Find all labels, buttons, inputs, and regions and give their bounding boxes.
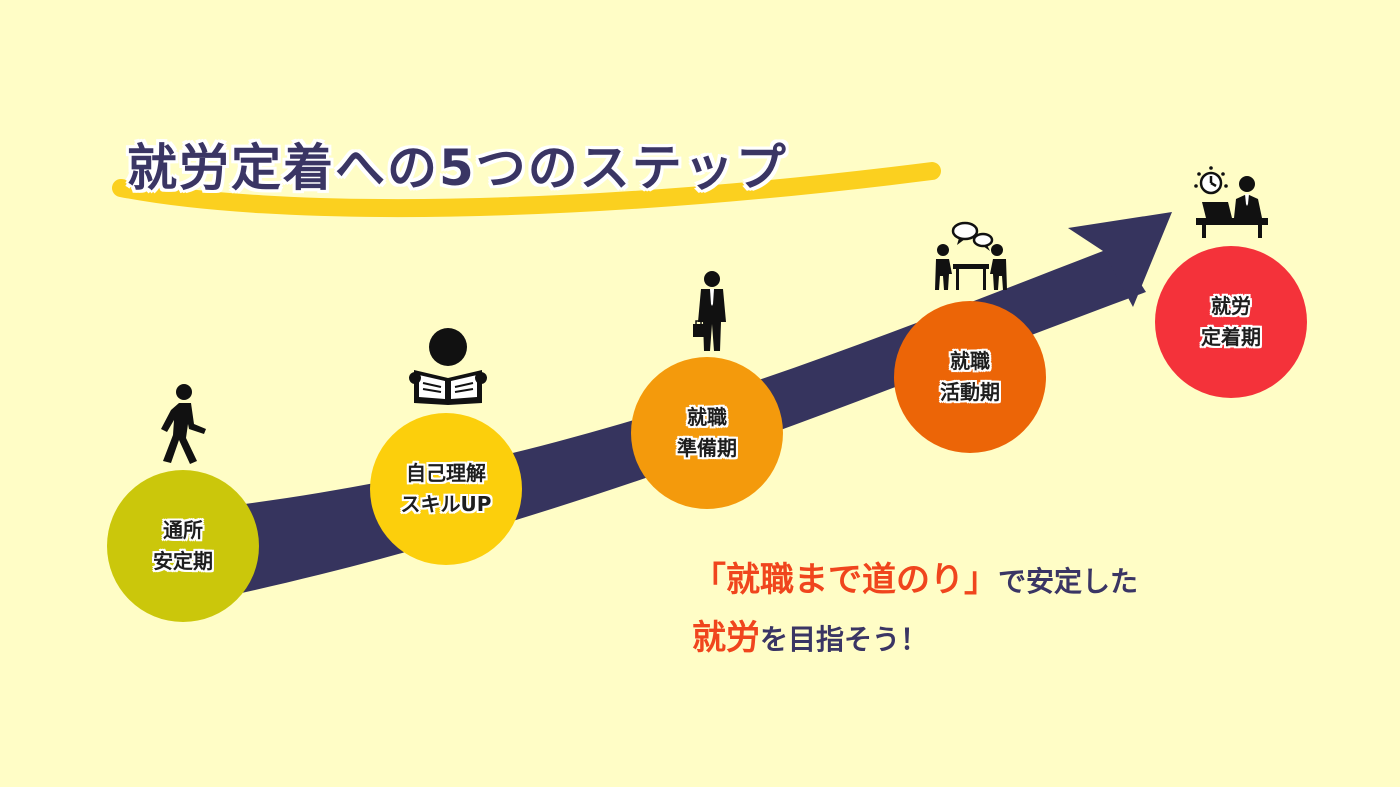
step-5-label-line-2: 定着期 bbox=[1201, 325, 1261, 349]
arrow-head bbox=[1068, 212, 1172, 307]
reading-person-icon bbox=[409, 328, 487, 405]
step-1-circle: 通所 安定期 bbox=[107, 470, 259, 622]
title-highlight-stroke bbox=[112, 162, 941, 218]
step-2-circle: 自己理解 スキルUP bbox=[370, 413, 522, 565]
tagline-text-2: を目指そう！ bbox=[760, 623, 929, 656]
step-1-label-line-2: 安定期 bbox=[153, 549, 213, 573]
step-1-label-line-1: 通所 bbox=[163, 518, 203, 542]
tagline: 「就職まで道のり」で安定した 就労を目指そう！ bbox=[692, 552, 1138, 668]
tagline-highlight-1: 「就職まで道のり」 bbox=[692, 560, 998, 600]
page-title: 就労定着への5つのステップ bbox=[127, 139, 788, 197]
step-4-circle: 就職 活動期 bbox=[894, 301, 1046, 453]
step-4-label-line-1: 就職 bbox=[950, 349, 990, 373]
tagline-highlight-2: 就労 bbox=[692, 618, 760, 658]
walking-person-icon bbox=[161, 384, 206, 464]
tagline-text-1: で安定した bbox=[998, 565, 1139, 598]
step-3-label-line-1: 就職 bbox=[687, 405, 727, 429]
step-4-label-line-2: 活動期 bbox=[940, 380, 1000, 404]
businessman-icon bbox=[693, 271, 726, 351]
step-5-circle: 就労 定着期 bbox=[1155, 246, 1307, 398]
step-2-label-line-1: 自己理解 bbox=[406, 461, 486, 485]
step-2-label-line-2: スキルUP bbox=[400, 492, 492, 516]
step-3-label-line-2: 準備期 bbox=[677, 436, 737, 460]
tagline-line-2: 就労を目指そう！ bbox=[692, 610, 1138, 668]
office-worker-icon bbox=[1194, 166, 1268, 238]
title-block: 就労定着への5つのステップ bbox=[105, 118, 965, 228]
tagline-line-1: 「就職まで道のり」で安定した bbox=[692, 552, 1138, 610]
step-3-circle: 就職 準備期 bbox=[631, 357, 783, 509]
step-5-label-line-1: 就労 bbox=[1211, 294, 1251, 318]
meeting-icon bbox=[935, 221, 1007, 290]
